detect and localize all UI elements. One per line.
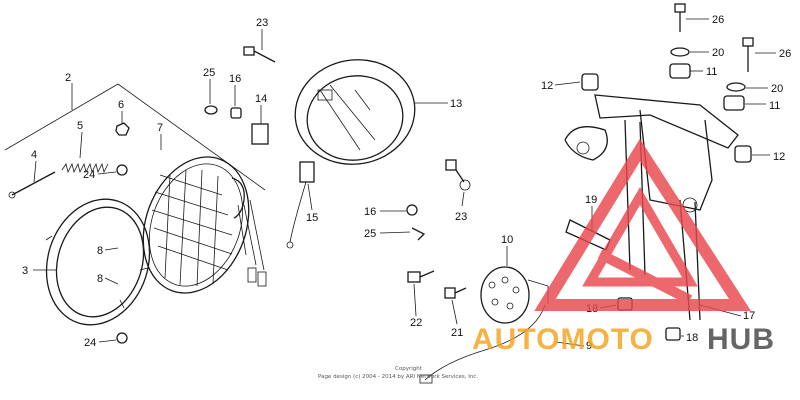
callout-11-top: 11: [706, 66, 717, 78]
spring: [61, 162, 109, 174]
callout-23-top: 23: [256, 17, 268, 29]
nut: [115, 122, 130, 136]
callout-23-mid: 23: [455, 211, 467, 223]
headlight-rim: [45, 198, 151, 326]
callout-10: 10: [501, 234, 513, 246]
callout-18-lower: 18: [686, 332, 698, 344]
watermark-triangle-icon: [534, 138, 752, 311]
callout-11-right: 11: [769, 100, 780, 112]
horn-wire: [419, 304, 546, 384]
callout-12-top: 12: [541, 80, 553, 92]
bolt-23-mid: [445, 159, 471, 191]
bolt-23-top: [243, 46, 276, 63]
callout-12-right: 12: [773, 151, 785, 163]
washer-20-right: [726, 82, 746, 92]
callout-25-mid: 25: [364, 228, 376, 240]
headlight-group-outline: [4, 83, 266, 191]
bolt-26-right: [742, 37, 754, 72]
callout-2: 2: [65, 72, 71, 84]
callout-5: 5: [77, 120, 83, 132]
callout-8a: 8: [97, 245, 103, 257]
callout-25-top: 25: [203, 67, 215, 79]
callout-24-upper: 24: [83, 169, 95, 181]
callout-17: 17: [743, 310, 755, 322]
grommet-11-top: [669, 63, 691, 79]
adjusting-screw: [8, 171, 56, 199]
callout-16-top: 16: [229, 73, 241, 85]
callout-7: 7: [157, 122, 163, 134]
callout-labels: 2 3 4 5 6 7 8 8 23 25 16 14 13 15 16 25 …: [22, 14, 791, 352]
copyright-line-1: Copyright: [395, 366, 423, 372]
horn: [480, 266, 549, 324]
callout-19: 19: [585, 194, 597, 206]
callout-9: 9: [586, 340, 592, 352]
collar-12-right: [734, 145, 752, 163]
callout-26-right: 26: [779, 48, 791, 60]
callout-24-lower: 24: [84, 337, 96, 349]
callout-4: 4: [31, 149, 37, 161]
callout-22: 22: [410, 317, 422, 329]
washer-25-top: [204, 105, 218, 115]
washer-25-mid: [411, 227, 426, 241]
screw-24-upper: [116, 164, 128, 176]
callout-21: 21: [451, 327, 463, 339]
copyright-line-2: Page design (c) 2004 - 2014 by ARI Netwo…: [318, 374, 478, 380]
grommet-11-right: [723, 95, 745, 111]
wire-15: [286, 161, 315, 249]
callout-26-top: 26: [712, 14, 724, 26]
callout-20-right: 20: [771, 83, 783, 95]
washer-20-top: [670, 47, 690, 57]
callout-13: 13: [450, 98, 462, 110]
automotohub-watermark: AUTOMOTO HUB: [472, 138, 775, 356]
copyright-notice: Copyright Page design (c) 2004 - 2014 by…: [318, 366, 478, 380]
callout-14: 14: [255, 93, 267, 105]
screw-24-lower: [116, 332, 128, 344]
headlight-unit: [142, 156, 267, 294]
bolt-22: [407, 270, 435, 283]
watermark-text-hub: HUB: [707, 323, 775, 356]
bolt-26-top: [674, 3, 686, 32]
callout-20-top: 20: [712, 47, 724, 59]
callout-3: 3: [22, 265, 28, 277]
callout-16-mid: 16: [364, 206, 376, 218]
nut-16-top: [230, 107, 242, 119]
bolt-21: [444, 287, 467, 299]
callout-8b: 8: [97, 273, 103, 285]
callout-15: 15: [306, 212, 318, 224]
nut-16-mid: [406, 204, 418, 216]
nut-18-lower: [665, 327, 681, 341]
headlight-case: [294, 59, 416, 165]
callout-6: 6: [118, 99, 124, 111]
watermark-text-automoto: AUTOMOTO: [472, 323, 654, 356]
clip-14: [251, 123, 269, 145]
collar-12-top: [581, 73, 599, 91]
